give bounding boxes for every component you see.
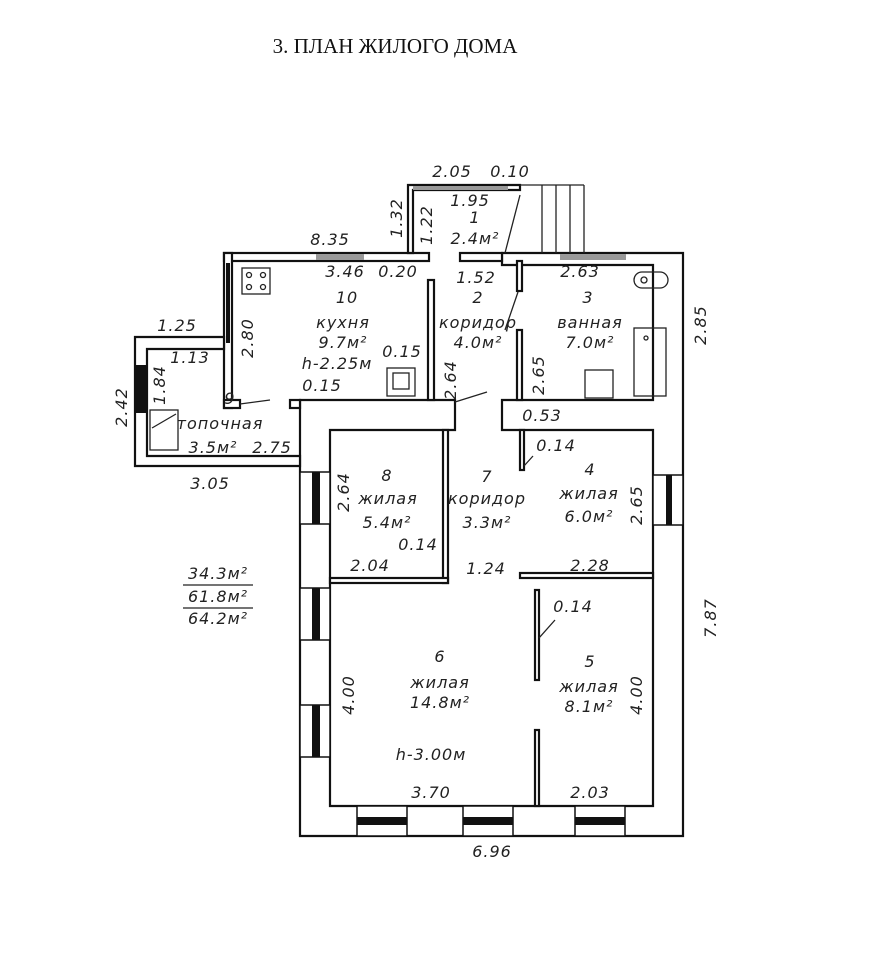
plan-label: 0.20: [378, 262, 418, 281]
plan-label: 2.4м²: [451, 229, 500, 248]
plan-label: 0.15: [382, 342, 422, 361]
living-area: 34.3м²: [188, 564, 248, 583]
total-area: 61.8м²: [188, 587, 248, 606]
plan-label: 2.64: [441, 360, 460, 400]
plan-label: 2.75: [252, 438, 292, 457]
stove-icon: [241, 267, 271, 295]
plan-label: 3.05: [190, 474, 230, 493]
plan-label: 3.46: [325, 262, 365, 281]
bathtub-icon: [633, 327, 667, 397]
kitchen-wall-stub-2: [288, 398, 302, 410]
plan-label: 8.1м²: [565, 697, 614, 716]
plan-label: h-3.00м: [396, 745, 467, 764]
plan-label: 2.64: [334, 472, 353, 512]
plan-label: 6.96: [472, 842, 512, 861]
plan-label: жилая: [357, 489, 417, 508]
plan-label: жилая: [558, 677, 618, 696]
stoker-room-wall: [133, 335, 302, 468]
partition-corridor-bath: [515, 328, 524, 402]
doors: [239, 194, 556, 639]
partition-room8-room6: [328, 576, 450, 585]
plan-label: 0.14: [536, 436, 576, 455]
plan-label: 2.63: [560, 262, 600, 281]
plan-label: 2.65: [627, 485, 646, 525]
plan-label: 0.10: [490, 162, 530, 181]
plan-label: 8: [381, 466, 392, 485]
plan-label: 1: [469, 208, 480, 227]
plan-label: 2.04: [350, 556, 390, 575]
washbasin-icon: [584, 369, 614, 399]
partition-corridor-bath-top: [515, 259, 524, 293]
plan-label: 2.85: [691, 305, 710, 345]
windows: [135, 186, 684, 837]
plan-label: 3.5м²: [189, 438, 238, 457]
plan-label: жилая: [409, 673, 469, 692]
plan-label: 4: [584, 460, 595, 479]
plan-label: кухня: [316, 313, 370, 332]
plan-label: 1.32: [387, 198, 406, 238]
plan-label: 2.28: [570, 556, 610, 575]
plan-label: 2: [472, 288, 483, 307]
partition-room7-room4: [518, 428, 526, 472]
plan-label: 8.35: [310, 230, 350, 249]
plan-label: 14.8м²: [410, 693, 470, 712]
plan-label: 3: [582, 288, 593, 307]
plan-label: 1.22: [417, 205, 436, 245]
plan-label: 1.84: [150, 365, 169, 405]
partition-kitchen-corridor: [426, 278, 436, 402]
plan-label: 4.0м²: [454, 333, 503, 352]
steps-icon: [520, 184, 585, 253]
plan-title: 3. ПЛАН ЖИЛОГО ДОМА: [273, 34, 519, 58]
plan-label: коридор: [439, 313, 517, 332]
plan-label: 4.00: [627, 675, 646, 715]
toilet-icon: [633, 271, 669, 289]
plan-label: жилая: [558, 484, 618, 503]
overall-area: 64.2м²: [188, 609, 248, 628]
plan-label: 7.87: [701, 598, 720, 638]
plan-label: ванная: [557, 313, 623, 332]
plan-label: 4.00: [339, 675, 358, 715]
plan-label: 0.15: [302, 376, 342, 395]
fixtures: [149, 184, 669, 639]
partition-room4-room5: [518, 571, 655, 580]
partition-room6-room5: [533, 588, 541, 682]
boiler-icon: [149, 409, 179, 451]
sink-icon: [386, 367, 416, 397]
plan-label: 2.03: [570, 783, 610, 802]
plan-label: 10: [336, 288, 358, 307]
plan-label: 2.80: [238, 318, 257, 358]
plan-label: 5: [584, 652, 595, 671]
plan-label: 1.25: [157, 316, 197, 335]
plan-label: 1.24: [466, 559, 506, 578]
plan-label: 3.3м²: [463, 513, 512, 532]
plan-label: 7: [481, 467, 492, 486]
plan-label: 3.70: [411, 783, 451, 802]
plan-label: 9.7м²: [319, 333, 368, 352]
plan-label: 0.14: [398, 535, 438, 554]
plan-label: h-2.25м: [302, 354, 373, 373]
partition-room6-room5-lower: [533, 728, 541, 808]
plan-label: 6: [434, 647, 445, 666]
plan-label: 2.05: [432, 162, 472, 181]
plan-label: 1.13: [170, 348, 210, 367]
plan-label: 6.0м²: [565, 507, 614, 526]
plan-label: 0.14: [553, 597, 593, 616]
plan-label: 1.95: [450, 191, 490, 210]
plan-label: 5.4м²: [363, 513, 412, 532]
plan-label: 7.0м²: [566, 333, 615, 352]
plan-label: 2.65: [529, 355, 548, 395]
plan-label: коридор: [448, 489, 526, 508]
corridor-top-wall: [458, 251, 504, 263]
area-summary: 34.3м² 61.8м² 64.2м²: [183, 564, 253, 628]
main-outer-wall: [298, 251, 685, 838]
plan-label: 9: [224, 389, 235, 408]
plan-label: топочная: [177, 414, 264, 433]
plan-label: 0.53: [522, 406, 562, 425]
room-labels: 1.95 1 2.4м² 2 коридор 4.0м² 3 ванная 7.…: [177, 191, 623, 764]
plan-label: 1.52: [456, 268, 496, 287]
plan-label: 2.42: [112, 387, 131, 427]
dimension-labels: 2.05 0.10 1.32 1.22 8.35 3.46 0.20 1.52 …: [112, 162, 720, 861]
